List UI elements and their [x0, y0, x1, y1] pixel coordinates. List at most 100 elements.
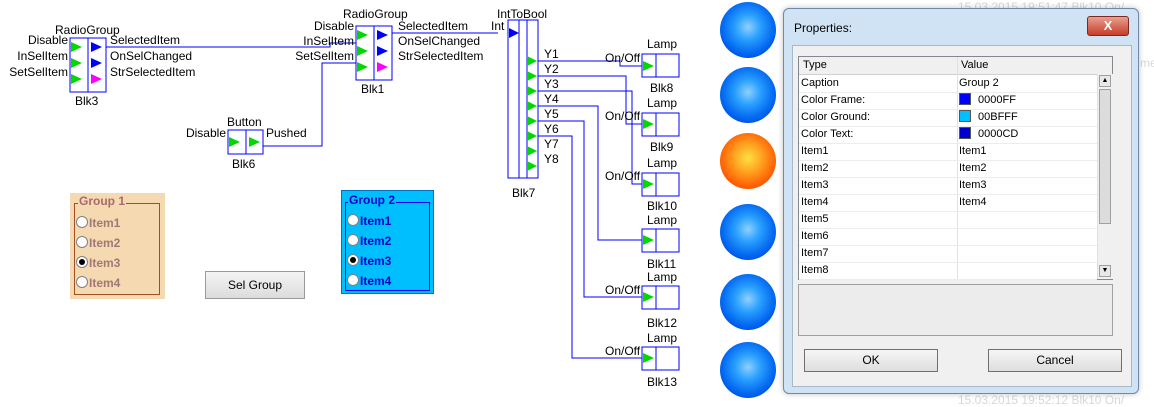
property-row[interactable]: Color Frame: 0000FF	[799, 92, 1097, 110]
radio-selected-icon	[347, 254, 359, 266]
blk6-name: Blk6	[232, 157, 256, 171]
lamp-input-label: On/Off	[605, 169, 641, 183]
blk7-output-label: Y4	[544, 92, 559, 106]
ok-button[interactable]: OK	[804, 349, 938, 372]
lamp-indicator	[720, 342, 776, 398]
blk1-output-label: OnSelChanged	[398, 34, 481, 48]
blk7-output-label: Y7	[544, 137, 559, 151]
scroll-down-icon[interactable]: ▼	[1099, 265, 1111, 277]
lamp-indicator	[720, 274, 776, 330]
lamp-title: Lamp	[647, 331, 678, 345]
group2-item[interactable]: Item3	[347, 253, 391, 269]
blk3-output-label: StrSelectedItem	[110, 65, 196, 79]
cancel-button[interactable]: Cancel	[988, 349, 1122, 372]
description-box	[798, 284, 1113, 336]
radio-icon	[76, 276, 88, 288]
blk6-title: Button	[227, 115, 262, 129]
group1-item: Item3	[76, 255, 120, 271]
lamp-input-label: On/Off	[605, 109, 641, 123]
radio-icon	[76, 236, 88, 248]
column-header-value: Value	[961, 59, 989, 71]
lamp-name: Blk10	[647, 199, 678, 213]
group1-item: Item4	[76, 275, 120, 291]
lamp-name: Blk12	[647, 316, 678, 330]
lamp-input-label: On/Off	[605, 344, 641, 358]
scroll-thumb[interactable]	[1099, 89, 1111, 224]
blk7-output-label: Y6	[544, 122, 559, 136]
group2-item[interactable]: Item2	[347, 233, 391, 249]
blk7-output-label: Y2	[544, 62, 559, 76]
lamp-name: Blk11	[647, 257, 677, 271]
wire-y5-to-blk12	[538, 120, 642, 298]
lamp-input-label: On/Off	[605, 51, 641, 65]
blk3-input-label: InSelItem	[17, 49, 68, 63]
property-row[interactable]: Item8	[799, 262, 1097, 280]
blk6-input-label: Disable	[185, 126, 226, 140]
color-swatch-icon	[959, 93, 971, 105]
lamp-indicator	[720, 2, 776, 58]
radio-group-1: Group 1 Item1 Item2 Item3 Item4	[70, 193, 165, 299]
column-header-type: Type	[803, 59, 827, 71]
radio-selected-icon	[76, 256, 88, 268]
group2-item[interactable]: Item1	[347, 213, 391, 229]
grid-header: Type Value	[799, 57, 1112, 75]
grid-scrollbar[interactable]: ▲ ▼	[1097, 74, 1113, 279]
blk6-output-label: Pushed	[266, 126, 307, 140]
blk1-output-label: SelectedItem	[398, 19, 469, 33]
blk3-name: Blk3	[75, 94, 99, 108]
lamp-title: Lamp	[647, 37, 678, 51]
property-row[interactable]: Color Text: 0000CD	[799, 126, 1097, 144]
color-swatch-icon	[959, 127, 971, 139]
radio-icon	[347, 274, 359, 286]
group2-title: Group 2	[348, 193, 397, 207]
wire-selected-to-inselitem	[106, 42, 356, 48]
scroll-up-icon[interactable]: ▲	[1099, 75, 1111, 87]
blk7-title: IntToBool	[497, 7, 548, 21]
lamp-title: Lamp	[647, 96, 678, 110]
blk3-output-label: OnSelChanged	[110, 49, 193, 63]
lamp-indicator	[720, 67, 776, 123]
wire-y2-to-blk9	[538, 75, 642, 125]
property-row[interactable]: Item6	[799, 228, 1097, 246]
group2-item[interactable]: Item4	[347, 273, 391, 289]
property-row[interactable]: Color Ground: 00BFFF	[799, 109, 1097, 127]
group1-title: Group 1	[78, 194, 127, 208]
wire-y1-to-blk8	[538, 60, 642, 67]
property-row[interactable]: Item5	[799, 211, 1097, 229]
blk7-name: Blk7	[512, 186, 536, 200]
lamp-title: Lamp	[647, 156, 678, 170]
blk7-output-label: Y5	[544, 107, 559, 121]
lamp-blocks	[641, 53, 680, 371]
lamp-input-label: On/Off	[605, 283, 641, 297]
lamp-title: Lamp	[647, 213, 678, 227]
radio-icon	[347, 214, 359, 226]
blk1-input-label: Disable	[313, 19, 354, 33]
blk3-input-label: SetSelItem	[9, 65, 68, 79]
close-button[interactable]: X	[1087, 16, 1129, 36]
blk3-title: RadioGroup	[55, 23, 120, 37]
radio-group-2[interactable]: Group 2 Item1 Item2 Item3 Item4	[341, 190, 434, 294]
blk1-input-label: InSelItem	[303, 34, 354, 48]
schematic-wires	[69, 19, 680, 371]
color-swatch-icon	[959, 110, 971, 122]
blk1-name: Blk1	[361, 82, 385, 96]
wire-y4-to-blk11	[538, 105, 642, 241]
blk7-output-label: Y1	[544, 47, 559, 61]
lamp-name: Blk8	[650, 81, 674, 95]
blk3-input-label: Disable	[27, 33, 68, 47]
blk7-output-label: Y8	[544, 152, 559, 166]
blk3-port-disable	[71, 42, 82, 52]
sel-group-button[interactable]: Sel Group	[205, 271, 305, 299]
lamp-name: Blk9	[650, 140, 674, 154]
blk7-output-label: Y3	[544, 77, 559, 91]
dialog-title: Properties:	[794, 21, 853, 35]
property-row[interactable]: Item7	[799, 245, 1097, 263]
blk1-output-label: StrSelectedItem	[398, 49, 484, 63]
